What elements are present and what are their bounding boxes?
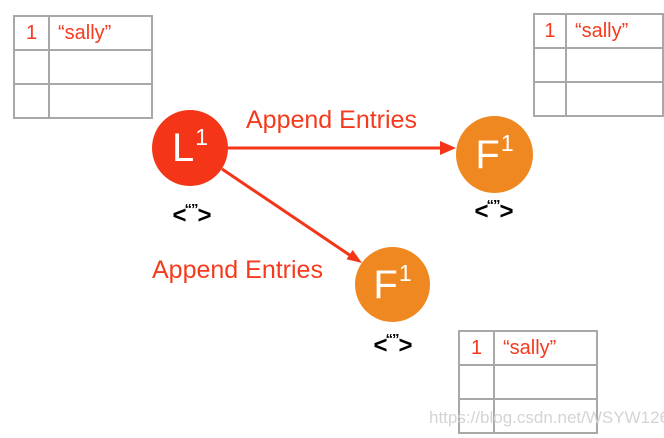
open-angle: < [474,198,488,225]
close-angle: > [499,198,514,225]
table-row [13,49,153,85]
log-value-cell: “sally” [48,15,153,51]
table-row [533,47,664,83]
follower-letter: F [475,132,500,177]
close-angle: > [398,332,413,359]
log-value-cell: “sally” [564,13,664,49]
follower-right-log-table: 1 “sally” [533,13,664,117]
empty-quotes: “” [486,197,501,214]
log-value-cell [493,398,598,434]
follower-bottom-log-table: 1 “sally” [458,330,598,434]
leader-letter: L [171,126,195,170]
log-value-cell [564,81,664,117]
follower-term: 1 [500,130,514,156]
log-index-cell [533,81,567,117]
table-row: 1 “sally” [458,330,598,366]
log-value-cell [493,364,598,400]
empty-quotes: “” [385,331,400,348]
follower-letter: F [373,262,398,307]
leader-term: 1 [195,123,209,150]
log-value-cell: “sally” [493,330,598,366]
table-row: 1 “sally” [13,15,153,51]
log-value-cell [564,47,664,83]
leader-log-table: 1 “sally” [13,15,153,119]
arrowhead-bottom-icon [346,250,362,263]
table-row: 1 “sally” [533,13,664,49]
open-angle: < [373,332,387,359]
log-index-cell: 1 [533,13,567,49]
log-index-cell: 1 [458,330,495,366]
arrowhead-right-icon [440,141,456,155]
follower-right-empty-log-note: <“”> [453,197,533,226]
append-entries-label-right: Append Entries [246,106,417,134]
open-angle: < [172,202,186,229]
log-index-cell [458,398,495,434]
close-angle: > [197,202,212,229]
leader-empty-log-note: <“”> [151,201,231,230]
table-row [13,83,153,119]
empty-quotes: “” [184,201,199,218]
table-row [533,81,664,117]
follower-bottom-empty-log-note: <“”> [352,331,432,360]
log-index-cell [13,83,50,119]
append-entries-label-bottom: Append Entries [152,256,323,284]
append-entries-arrow-bottom [221,167,352,258]
table-row [458,398,598,434]
log-index-cell [458,364,495,400]
watermark-text: https://blog.csdn.net/WSYW126 [429,408,664,427]
log-value-cell [48,49,153,85]
log-index-cell [13,49,50,85]
log-value-cell [48,83,153,119]
follower-term: 1 [398,260,412,286]
log-index-cell: 1 [13,15,50,51]
log-index-cell [533,47,567,83]
table-row [458,364,598,400]
